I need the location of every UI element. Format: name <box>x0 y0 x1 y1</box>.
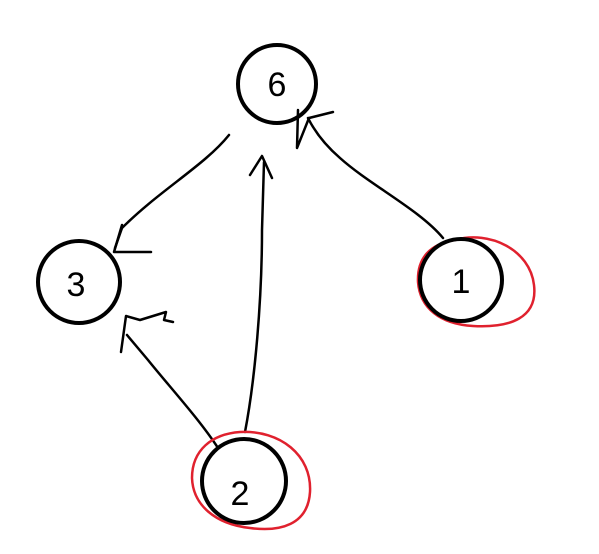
edge-2-to-3 <box>119 310 220 450</box>
node-2-label: 2 <box>231 475 250 513</box>
node-6-label: 6 <box>268 66 287 104</box>
node-2-highlight <box>190 430 312 531</box>
node-1-highlight <box>416 236 536 328</box>
node-3-label: 3 <box>67 266 86 304</box>
node-6 <box>236 43 318 125</box>
edge-6-to-3 <box>112 133 231 254</box>
node-1 <box>416 236 536 328</box>
node-3 <box>36 239 122 325</box>
edge-2-to-6 <box>243 154 274 434</box>
edge-1-to-6 <box>295 108 445 240</box>
node-2 <box>190 430 312 531</box>
node-1-label: 1 <box>452 263 471 301</box>
